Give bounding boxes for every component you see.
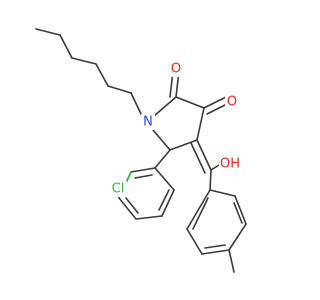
- p-tolyl-ring: [186, 189, 247, 273]
- atom-label-cl: Cl: [108, 181, 127, 197]
- hydroxyl-label: OH: [220, 157, 240, 172]
- atom-label-oh: OH: [219, 156, 241, 172]
- oxygen-label-right: O: [227, 95, 237, 110]
- pyrrolidine-ring: [152, 96, 205, 151]
- atom-label-o-right: O: [225, 94, 239, 110]
- oxygen-label-left: O: [171, 62, 181, 77]
- molecule-structure: N O O OH Cl: [35, 28, 247, 273]
- chlorine-label: Cl: [112, 182, 125, 197]
- nitrogen-label: N: [143, 115, 153, 130]
- atom-label-o-left: O: [169, 61, 183, 77]
- hexyl-chain: [35, 28, 143, 117]
- atom-label-n: N: [141, 114, 155, 130]
- chlorophenyl-ring: [118, 149, 175, 220]
